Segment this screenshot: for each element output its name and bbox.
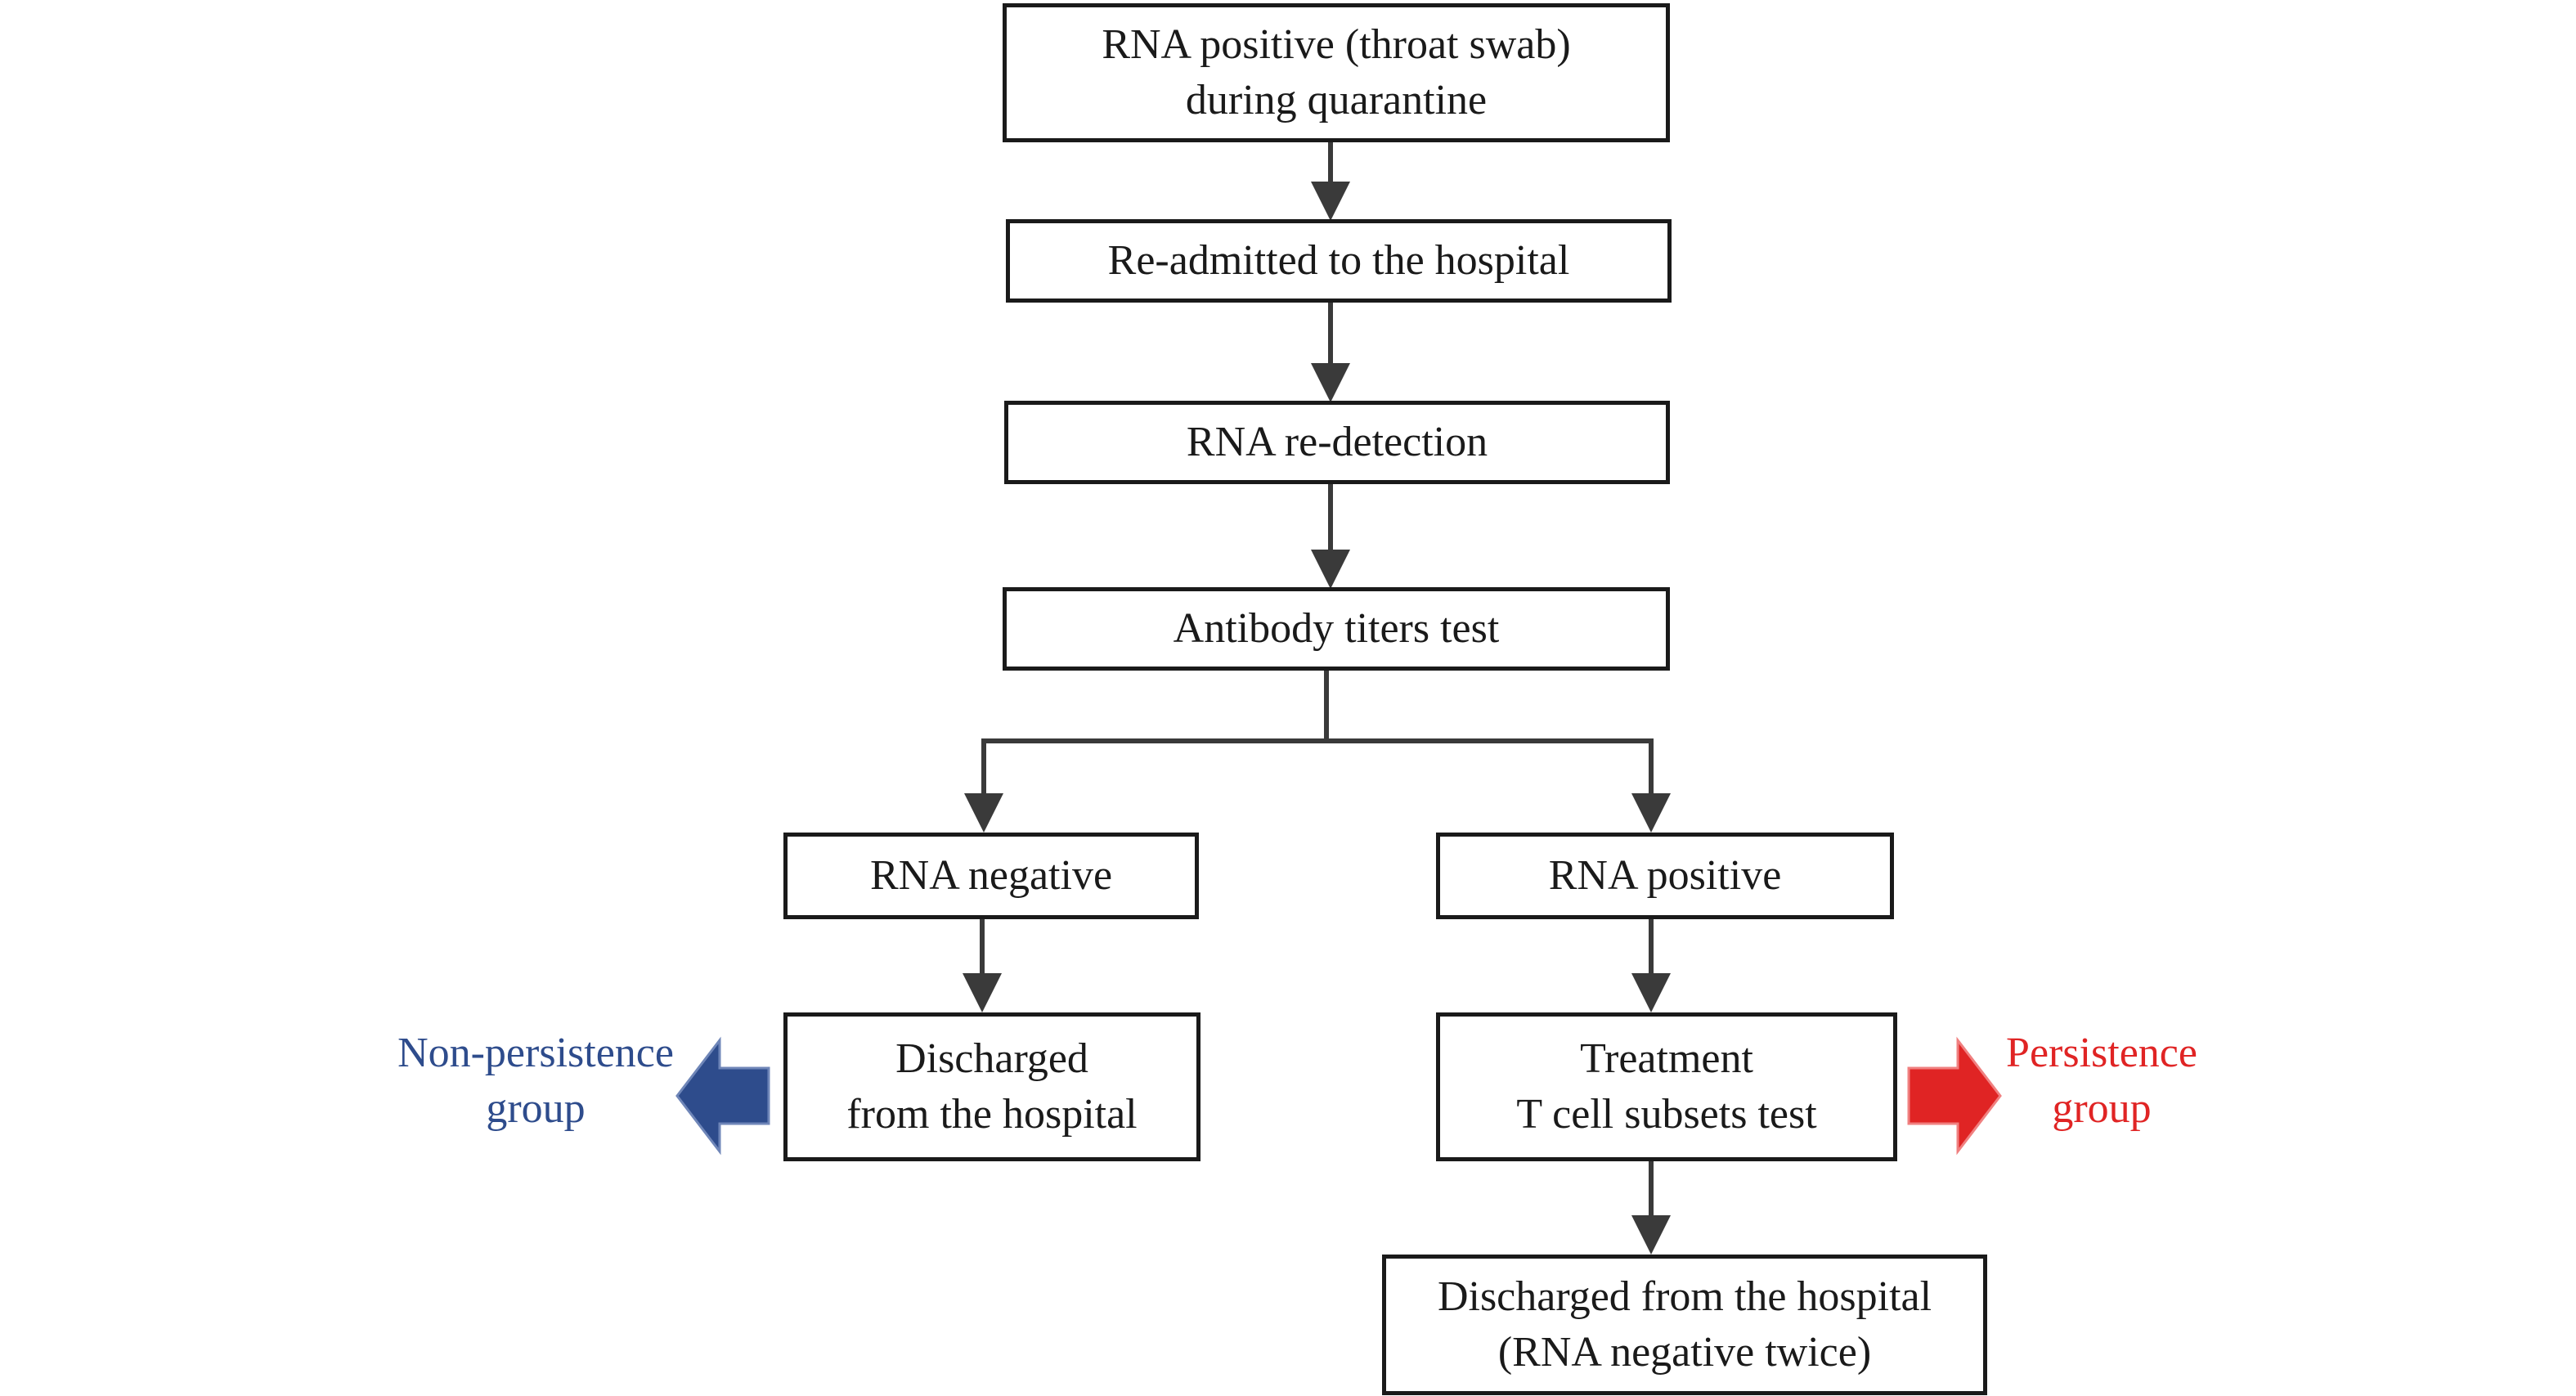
red-right-arrow-icon bbox=[1907, 1036, 2002, 1156]
box-discharged-left-line1: Discharged bbox=[895, 1035, 1088, 1082]
box-rna-positive-text: RNA positive bbox=[1548, 852, 1782, 899]
box-treatment-line2: T cell subsets test bbox=[1516, 1091, 1817, 1138]
box-discharged-left-line2: from the hospital bbox=[846, 1091, 1138, 1138]
persistence-line1: Persistence bbox=[2006, 1030, 2197, 1076]
non-persistence-line1: Non-persistence bbox=[397, 1030, 674, 1076]
box-readmitted: Re-admitted to the hospital bbox=[1006, 219, 1672, 303]
non-persistence-group-label: Non-persistence group bbox=[360, 1026, 711, 1137]
box-treatment: Treatment T cell subsets test bbox=[1436, 1012, 1897, 1161]
box-discharged-final-line2: (RNA negative twice) bbox=[1497, 1329, 1872, 1376]
blue-left-arrow-icon bbox=[675, 1036, 770, 1156]
persistence-line2: group bbox=[2052, 1085, 2152, 1132]
box-rna-negative: RNA negative bbox=[783, 833, 1199, 919]
box-redetection-text: RNA re-detection bbox=[1186, 419, 1488, 465]
box-redetection: RNA re-detection bbox=[1004, 401, 1670, 484]
box-readmitted-text: Re-admitted to the hospital bbox=[1107, 237, 1570, 284]
non-persistence-line2: group bbox=[486, 1085, 586, 1132]
box-antibody-text: Antibody titers test bbox=[1173, 605, 1500, 652]
box-quarantine-line2: during quarantine bbox=[1185, 77, 1488, 123]
box-discharged-final-line1: Discharged from the hospital bbox=[1437, 1273, 1932, 1320]
persistence-group-label: Persistence group bbox=[1979, 1026, 2224, 1137]
box-treatment-line1: Treatment bbox=[1580, 1035, 1753, 1082]
box-rna-positive: RNA positive bbox=[1436, 833, 1894, 919]
box-discharged-left: Discharged from the hospital bbox=[783, 1012, 1200, 1161]
box-quarantine: RNA positive (throat swab) during quaran… bbox=[1003, 3, 1670, 142]
box-discharged-final: Discharged from the hospital (RNA negati… bbox=[1382, 1255, 1987, 1395]
box-antibody: Antibody titers test bbox=[1003, 587, 1670, 671]
box-quarantine-line1: RNA positive (throat swab) bbox=[1102, 21, 1571, 68]
box-rna-negative-text: RNA negative bbox=[869, 852, 1113, 899]
